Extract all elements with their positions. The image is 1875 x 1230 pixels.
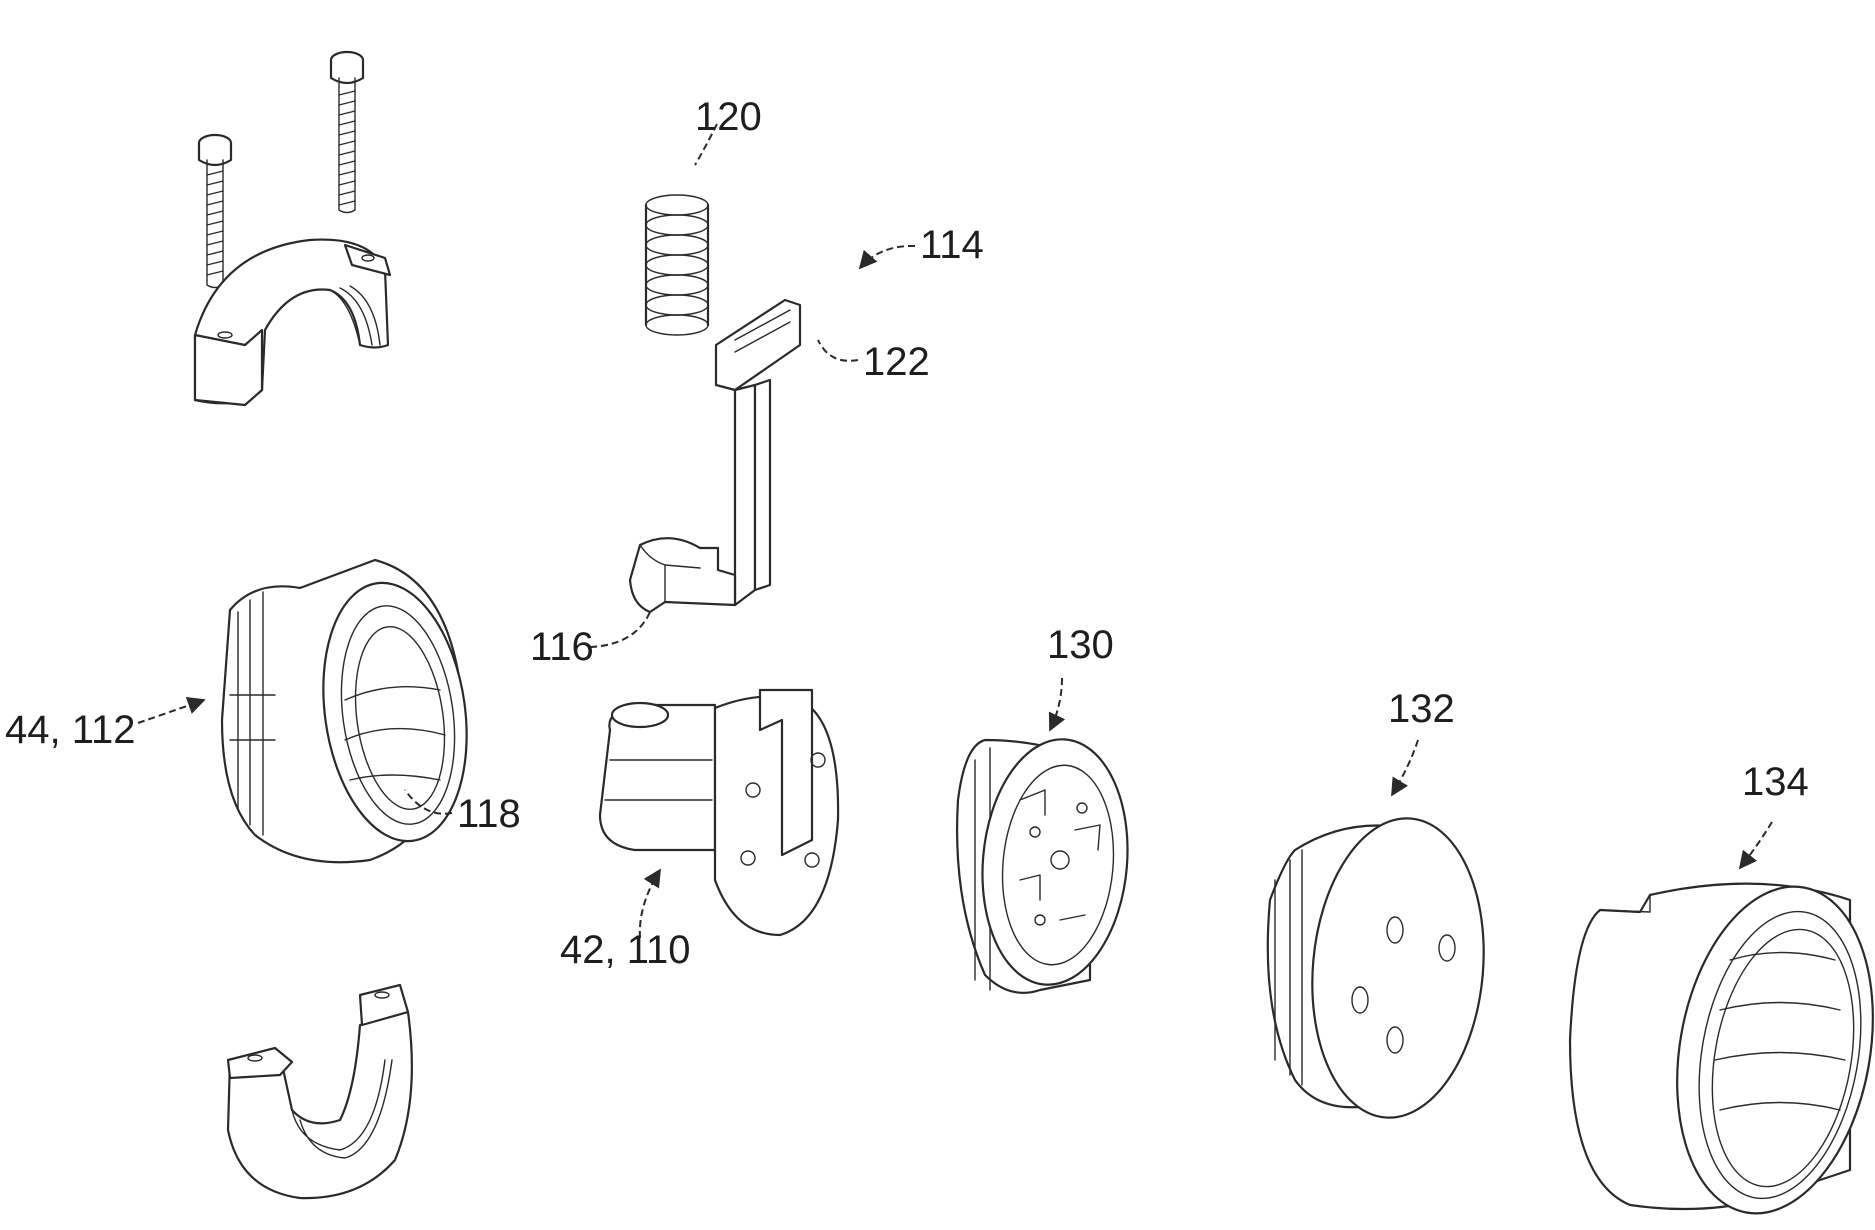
- label-118: 118: [457, 792, 521, 836]
- adapter-ring-44-112: [222, 560, 482, 862]
- leader-130: [1050, 678, 1062, 730]
- label-122: 122: [863, 340, 930, 384]
- label-134: 134: [1742, 760, 1809, 804]
- screw-left: [199, 135, 231, 288]
- leader-44-112: [138, 700, 204, 723]
- connector-disc-130: [957, 733, 1137, 993]
- clamp-lower-half: [228, 985, 412, 1198]
- label-116: 116: [530, 625, 594, 669]
- cap-132: [1268, 811, 1496, 1125]
- leader-132: [1392, 740, 1418, 795]
- spring-120: [646, 195, 708, 335]
- leader-116: [590, 612, 650, 647]
- label-42-110: 42, 110: [560, 928, 691, 972]
- clamp-upper-half: [195, 240, 390, 405]
- housing-42-110: [600, 690, 838, 935]
- leader-134: [1740, 822, 1772, 868]
- label-120: 120: [695, 95, 762, 139]
- label-114: 114: [920, 223, 984, 267]
- label-132: 132: [1388, 687, 1455, 731]
- label-130: 130: [1047, 623, 1114, 667]
- latch-114: [630, 300, 800, 612]
- leader-122: [818, 340, 858, 361]
- leader-114: [860, 246, 915, 268]
- coupling-nut-134: [1570, 871, 1875, 1229]
- label-44-112: 44, 112: [5, 708, 136, 752]
- screw-right: [331, 52, 363, 213]
